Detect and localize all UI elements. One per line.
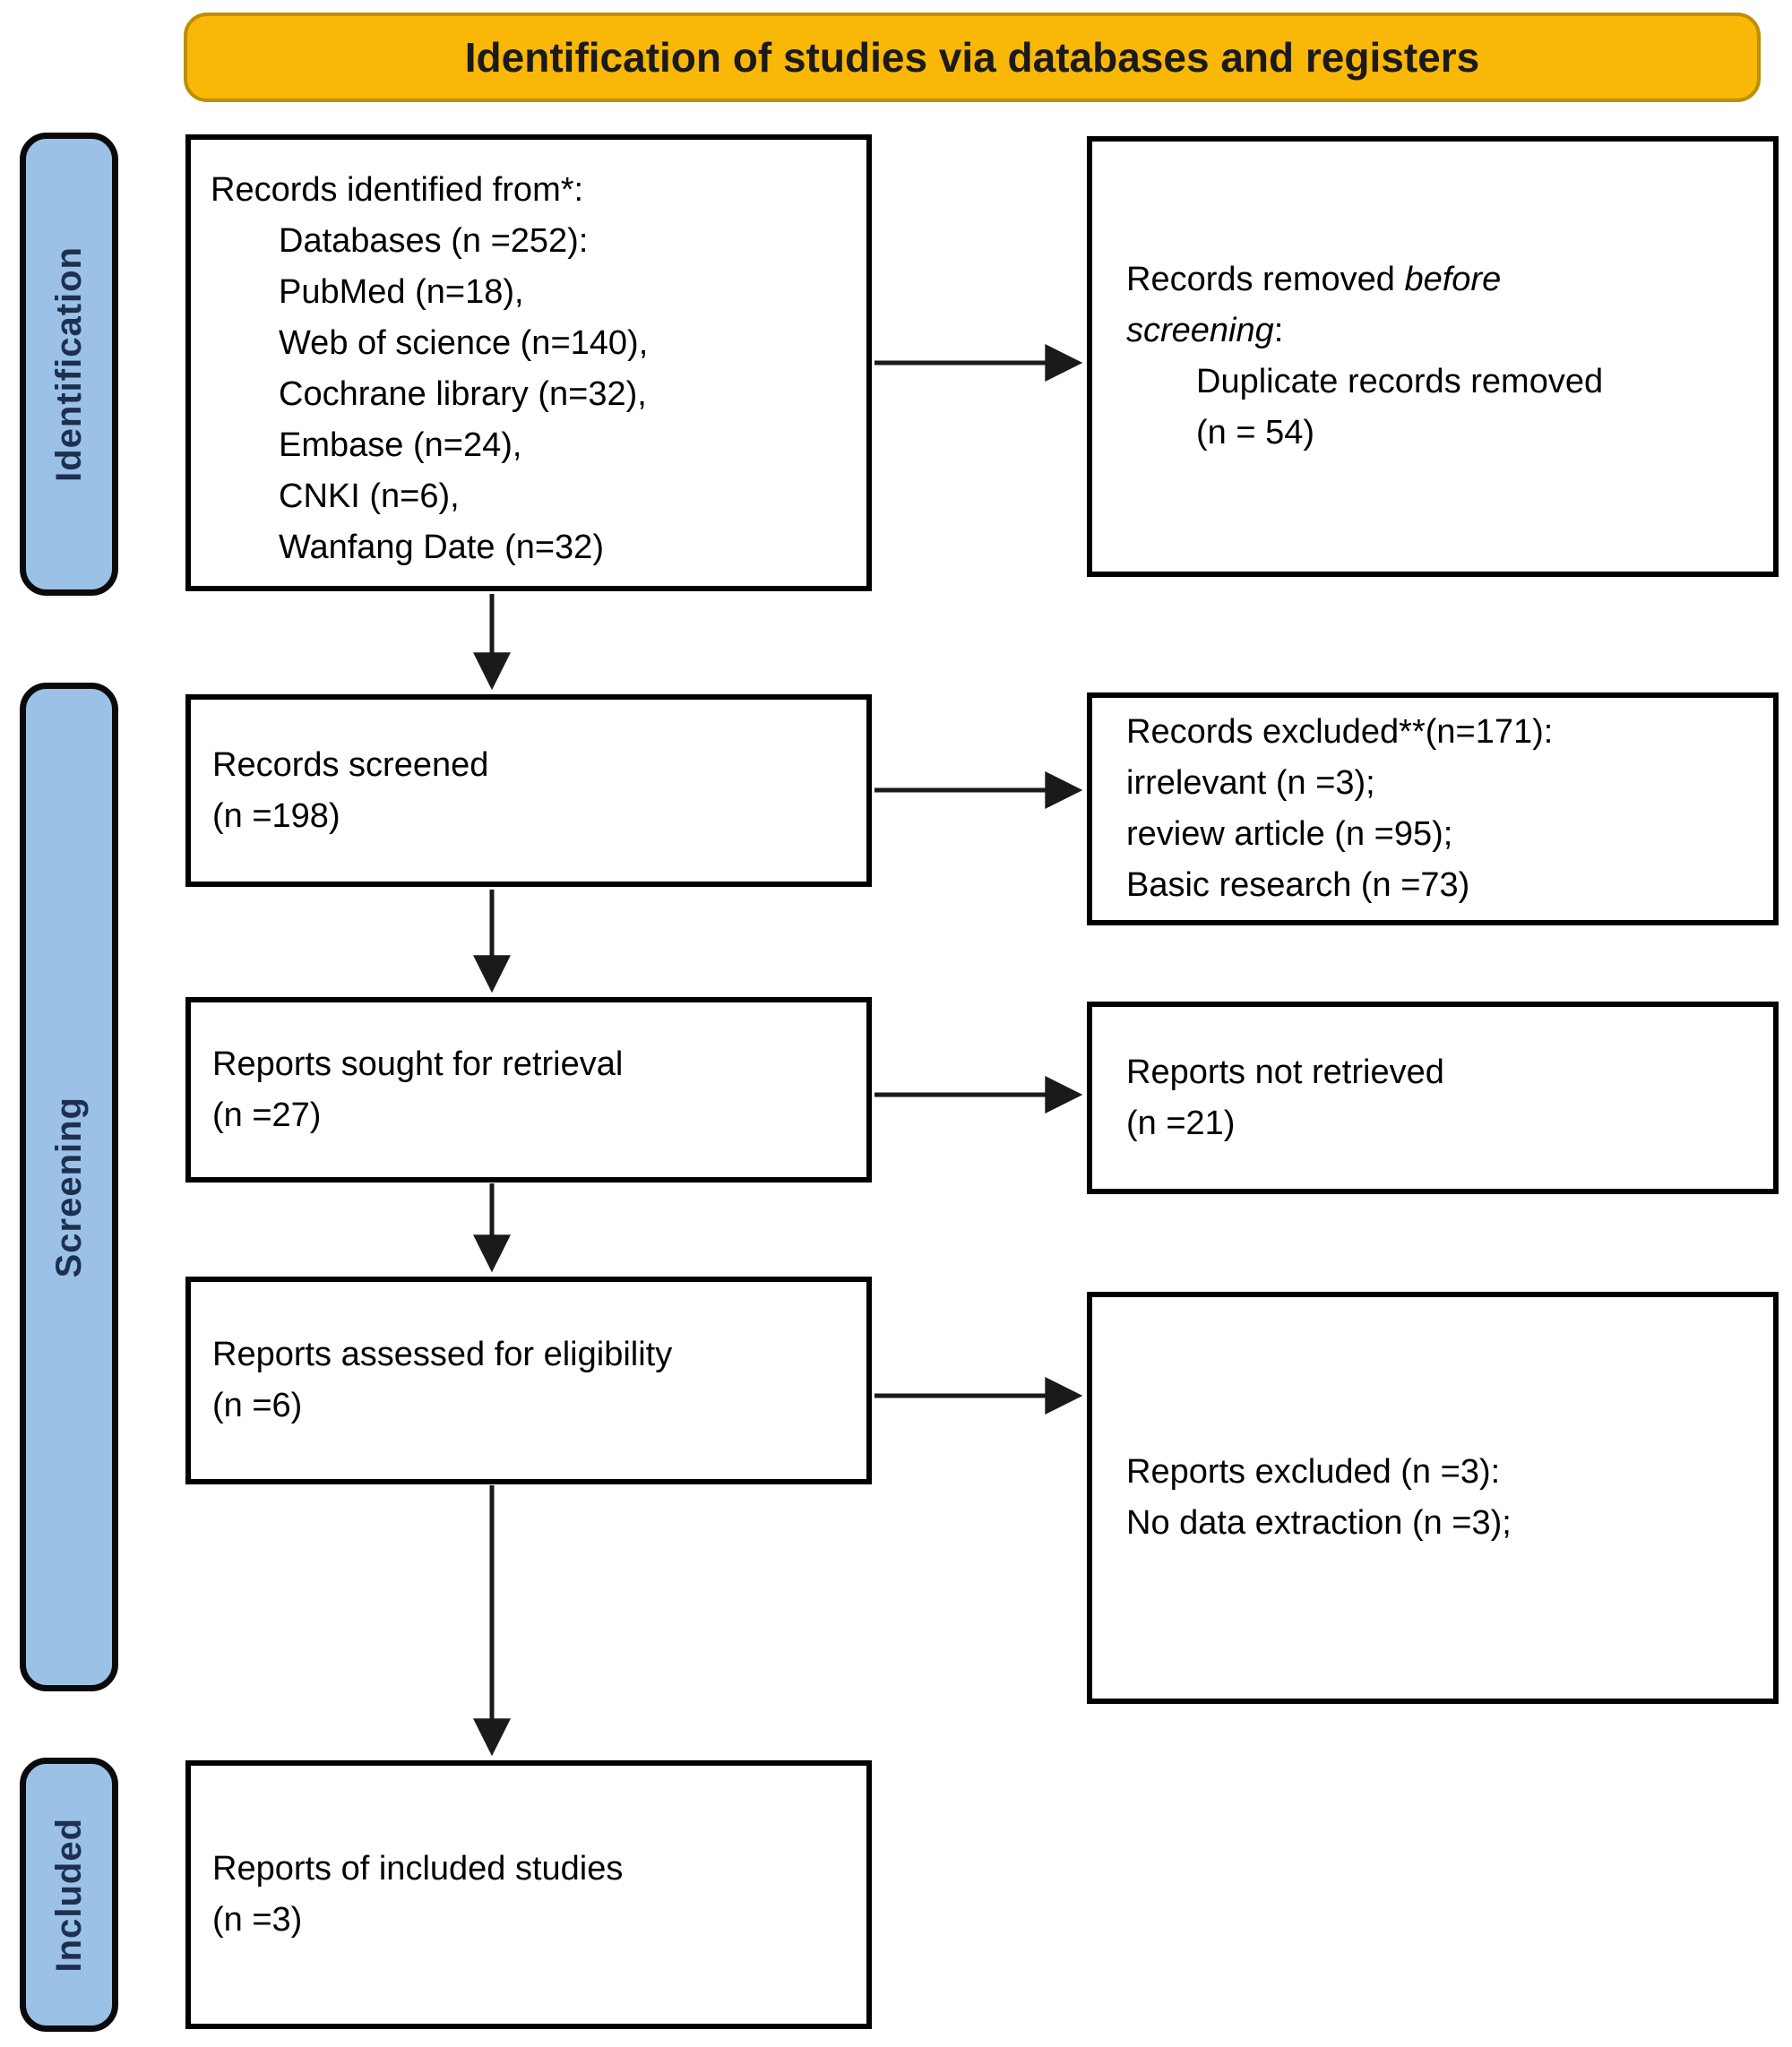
box-line: screening: [1126, 305, 1773, 357]
flow-box-reports-not-retrieved: Reports not retrieved (n =21) [1087, 1002, 1779, 1194]
box-line: Cochrane library (n=32), [279, 375, 647, 413]
box-line: Reports not retrieved [1126, 1053, 1444, 1091]
box-line: Reports assessed for eligibility [212, 1336, 673, 1373]
box-line: Wanfang Date (n=32) [279, 529, 604, 566]
flow-box-reports-assessed: Reports assessed for eligibility (n =6) [185, 1277, 872, 1484]
box-line: Reports sought for retrieval [212, 1045, 624, 1083]
box-line-text: : [1273, 312, 1284, 349]
box-line: Records identified from*: [211, 171, 584, 209]
box-line-italic: before [1404, 261, 1502, 298]
flow-box-records-removed: Records removed before screening: Duplic… [1087, 136, 1779, 577]
box-line: Web of science (n=140), [279, 324, 649, 362]
flow-box-records-screened: Records screened (n =198) [185, 694, 872, 887]
box-line: (n = 54) [1196, 414, 1315, 452]
flow-box-reports-excluded: Reports excluded (n =3): No data extract… [1087, 1292, 1779, 1704]
box-line: (n =27) [212, 1096, 322, 1134]
box-line: Embase (n=24), [279, 426, 522, 464]
flow-box-reports-sought: Reports sought for retrieval (n =27) [185, 997, 872, 1183]
stage-label-included: Included [20, 1758, 118, 2032]
box-line: Databases (n =252): [279, 222, 589, 260]
banner-title: Identification of studies via databases … [464, 34, 1480, 81]
stage-label-screening: Screening [20, 683, 118, 1691]
box-line: Reports excluded (n =3): [1126, 1453, 1501, 1491]
box-line: Records removed before [1126, 254, 1773, 305]
box-line: review article (n =95); [1126, 815, 1453, 853]
box-line: Records excluded**(n=171): [1126, 713, 1554, 751]
box-line: CNKI (n=6), [279, 477, 460, 515]
box-line: (n =198) [212, 796, 340, 835]
box-line: No data extraction (n =3); [1126, 1504, 1512, 1542]
flow-box-records-identified: Records identified from*: Databases (n =… [185, 134, 872, 591]
box-line: (n =3) [212, 1901, 303, 1939]
box-line: Duplicate records removed [1196, 363, 1604, 400]
box-line: PubMed (n=18), [279, 273, 524, 311]
box-line: irrelevant (n =3); [1126, 764, 1375, 802]
flow-box-records-excluded: Records excluded**(n=171): irrelevant (n… [1087, 692, 1779, 925]
flow-box-reports-included: Reports of included studies (n =3) [185, 1760, 872, 2029]
box-line-italic: screening [1126, 312, 1274, 349]
box-line: Basic research (n =73) [1126, 866, 1470, 904]
box-line: Reports of included studies [212, 1850, 624, 1888]
box-line: (n =6) [212, 1387, 303, 1424]
header-banner: Identification of studies via databases … [184, 13, 1761, 102]
stage-label-identification: Identification [20, 133, 118, 596]
box-line: Records screened [212, 745, 489, 784]
box-line: (n =21) [1126, 1104, 1236, 1142]
box-line-text: Records removed [1126, 261, 1405, 298]
